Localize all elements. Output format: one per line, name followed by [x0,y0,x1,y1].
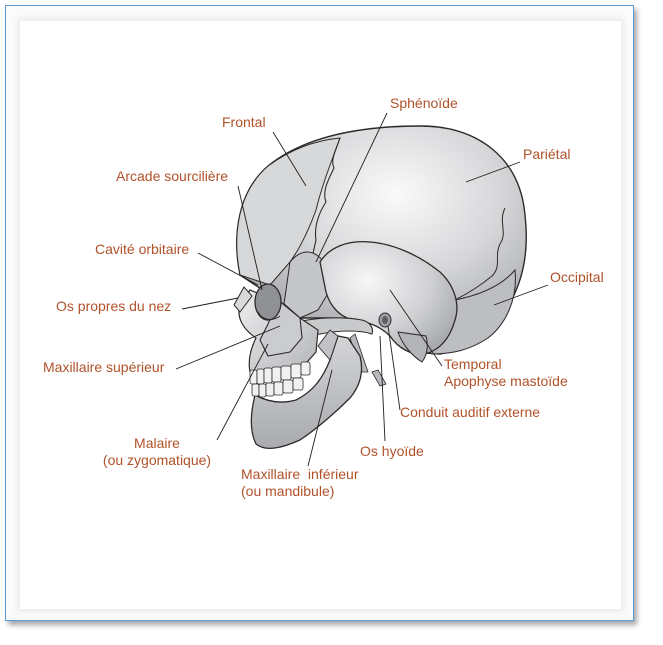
label-os-propres-du-nez: Os propres du nez [56,298,171,315]
label-arcade-sourciliere: Arcade sourcilière [116,168,228,185]
label-maxillaire-inferieur-line2: (ou mandibule) [241,483,358,500]
orbit [255,284,281,320]
ear-canal-inner [382,316,388,324]
label-malaire-line2: (ou zygomatique) [96,452,218,469]
label-sphenoide: Sphénoïde [390,95,458,112]
label-apophyse-mastoide: Apophyse mastoïde [444,373,568,390]
label-parietal: Pariétal [523,146,570,163]
hyoid-bone [372,370,386,386]
label-malaire-line1: Malaire [96,435,218,452]
label-malaire: Malaire (ou zygomatique) [96,435,218,469]
label-maxillaire-superieur: Maxillaire supérieur [43,359,164,376]
label-os-hyoide: Os hyoïde [360,443,424,460]
label-maxillaire-inferieur: Maxillaire inférieur (ou mandibule) [241,466,358,500]
label-cavite-orbitaire: Cavité orbitaire [95,241,189,258]
label-frontal: Frontal [222,114,266,131]
label-occipital: Occipital [550,269,604,286]
label-maxillaire-inferieur-line1: Maxillaire inférieur [241,466,358,483]
label-conduit-auditif-externe: Conduit auditif externe [400,404,540,421]
label-temporal: Temporal [444,356,502,373]
